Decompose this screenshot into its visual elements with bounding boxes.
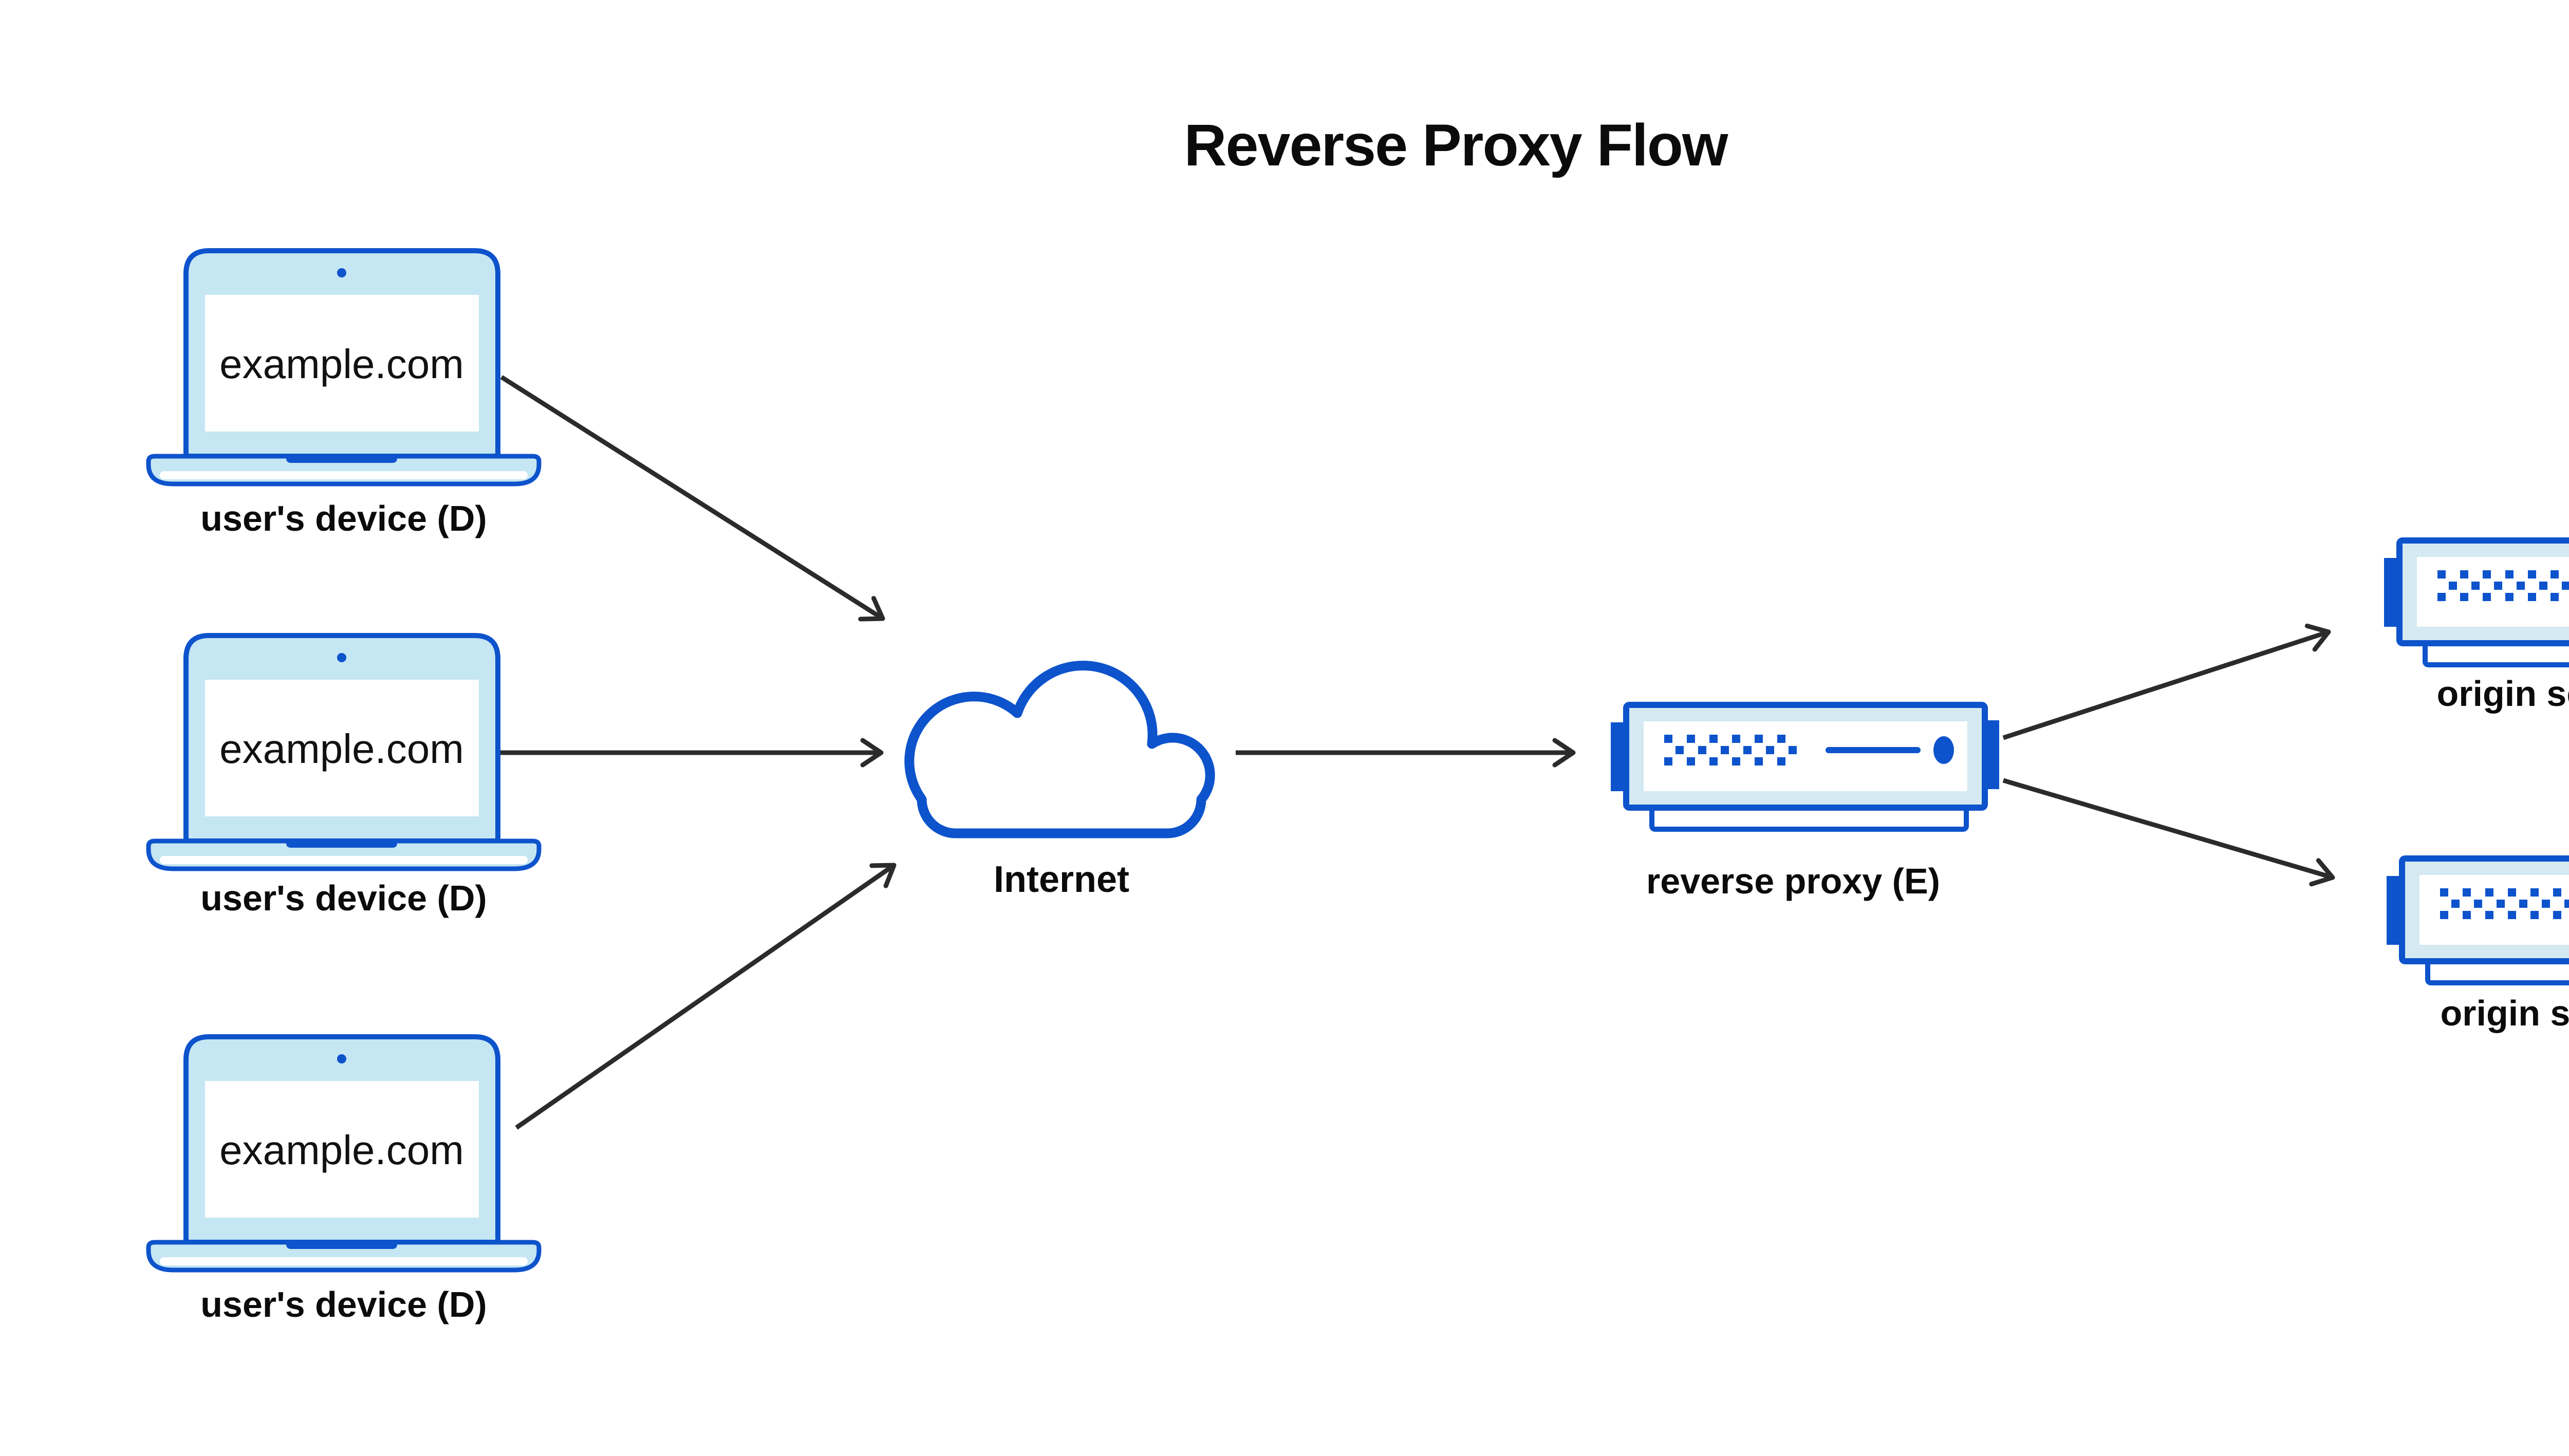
edges [498,375,2335,1130]
page-title: Reverse Proxy Flow [1184,113,1728,178]
internet-label: Internet [994,859,1129,900]
device-3-label: user's device (D) [200,1284,487,1324]
node-internet: Internet [904,660,1215,900]
arrow-device-1-to-internet [500,375,885,622]
node-origin-server-1: origin server (F) [2384,540,2569,714]
device-2-screen-text: example.com [219,726,464,772]
arrow-device-3-to-internet [515,863,897,1130]
server-icon [1611,705,1999,829]
arrow-reverse-proxy-to-origin-2 [2002,778,2335,887]
server-icon [2384,540,2569,665]
node-reverse-proxy: reverse proxy (E) [1611,705,1999,901]
node-device-2: example.com user's device (D) [148,636,539,918]
node-origin-server-2: origin server (F) [2387,858,2569,1033]
reverse-proxy-label: reverse proxy (E) [1646,861,1940,901]
node-device-1: example.com user's device (D) [148,251,539,538]
origin-server-1-label: origin server (F) [2437,674,2569,714]
cloud-icon [904,660,1215,838]
origin-server-2-label: origin server (F) [2441,993,2569,1033]
server-icon [2387,858,2569,983]
device-1-screen-text: example.com [219,341,464,387]
arrow-reverse-proxy-to-origin-1 [2002,623,2331,740]
node-device-3: example.com user's device (D) [148,1037,539,1324]
device-3-screen-text: example.com [219,1127,464,1173]
device-1-label: user's device (D) [200,498,487,538]
device-2-label: user's device (D) [200,878,487,918]
